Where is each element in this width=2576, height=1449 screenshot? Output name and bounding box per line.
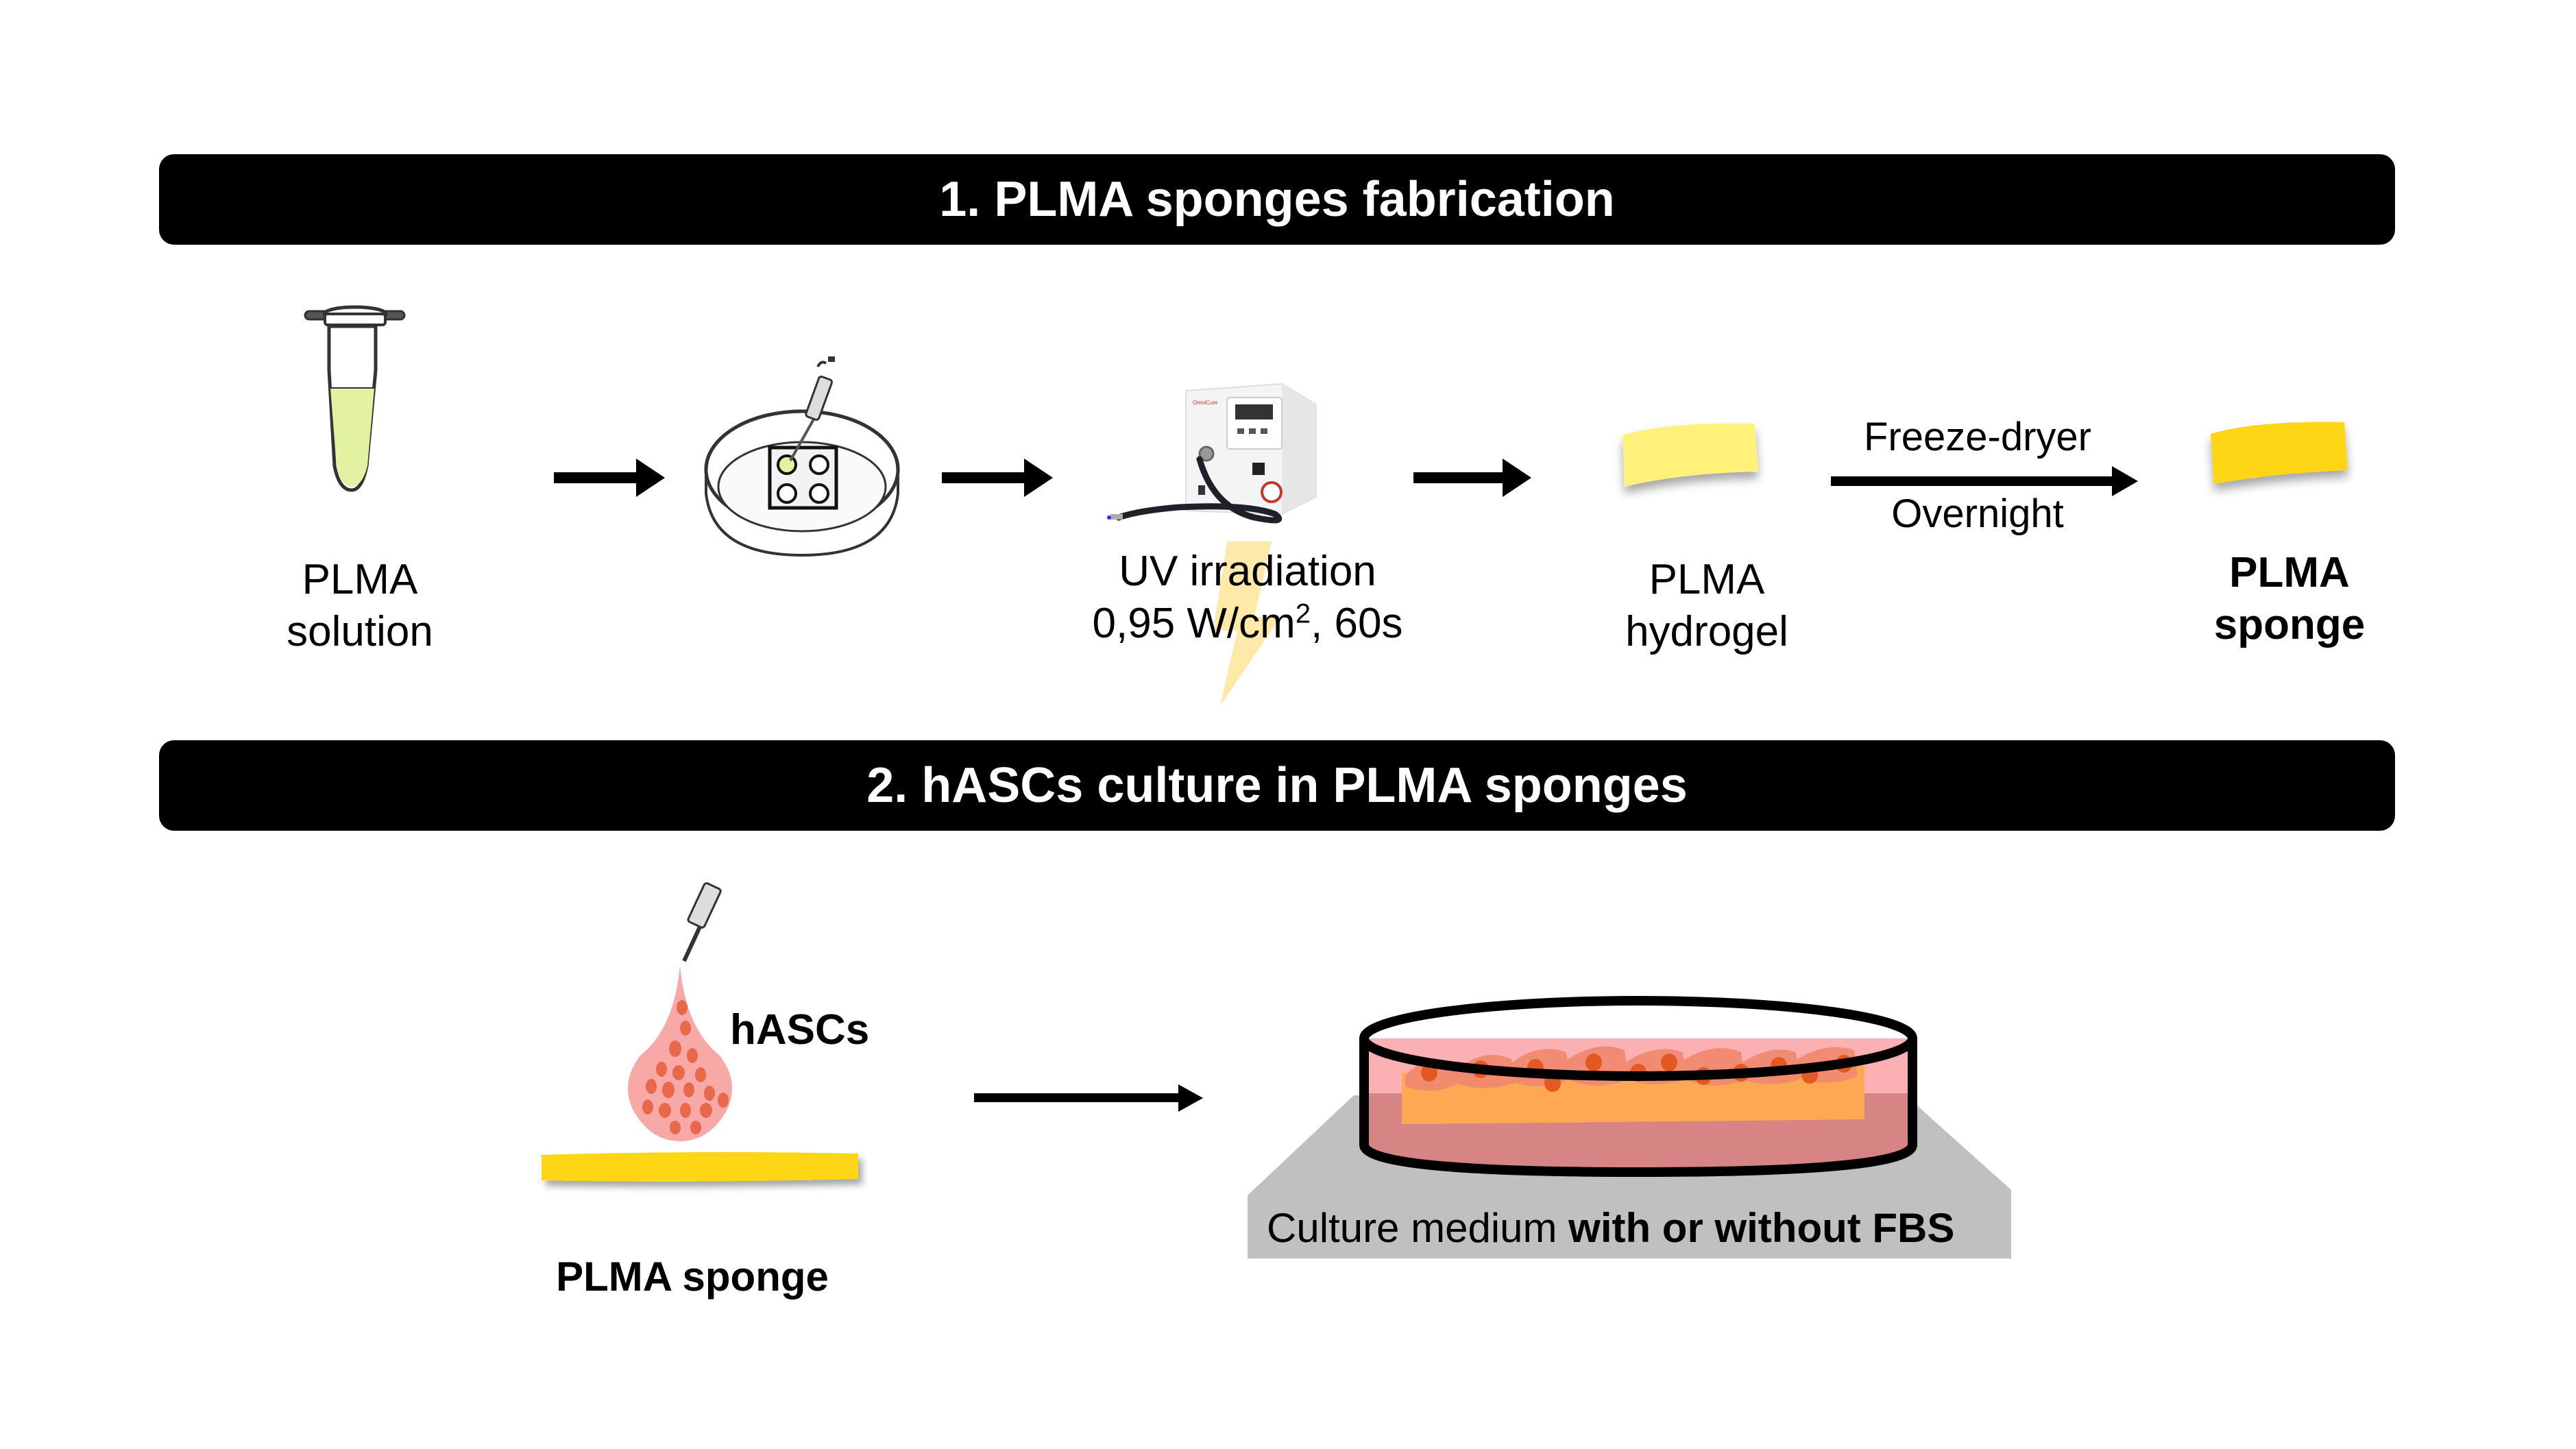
label-line-1: PLMA (1649, 556, 1765, 603)
uv-dose-exponent: 2 (1295, 598, 1311, 629)
overnight-label: Overnight (1891, 491, 2064, 536)
sponge-disc-icon (2211, 422, 2348, 484)
label-line-2: hydrogel (1625, 608, 1788, 655)
cells-group (642, 1000, 729, 1134)
freeze-dryer-label: Freeze-dryer (1864, 415, 2091, 459)
pipette-icon (789, 356, 835, 461)
caption-regular: Culture medium (1267, 1205, 1568, 1251)
hascs-label: hASCs (730, 1006, 870, 1054)
label-line-2: solution (287, 608, 433, 655)
petri-dish-mold-pipette-icon (704, 356, 900, 557)
freeze-dryer-arrow-icon (1831, 466, 2138, 496)
label-line-2: sponge (2213, 601, 2366, 648)
uv-dose-value: 0,95 W/cm (1092, 600, 1296, 647)
arrow-right-icon (554, 459, 665, 497)
section-1-header: 1. PLMA sponges fabrication (159, 154, 2395, 245)
hydrogel-disc-icon (1623, 423, 1758, 487)
plma-sponge-label: PLMA sponge (556, 1254, 829, 1300)
label-line-1: PLMA (2229, 549, 2350, 596)
device-brand-label: OmniCure (1193, 400, 1218, 406)
uv-dose-time: , 60s (1311, 600, 1403, 647)
uv-curing-lamp-icon: OmniCure (1107, 382, 1317, 524)
uv-dose-line: 0,95 W/cm2, 60s (1076, 598, 1419, 650)
cell-seeding-illustration (542, 882, 858, 1182)
section-2-header: 2. hASCs culture in PLMA sponges (159, 740, 2395, 831)
arrow-right-icon (1413, 459, 1531, 497)
sponge-slab (542, 1152, 858, 1182)
culture-dish-illustration: Culture medium with or without FBS (1248, 996, 2011, 1258)
platform-caption: Culture medium with or without FBS (1267, 1205, 1954, 1251)
caption-bold: with or without FBS (1568, 1205, 1954, 1251)
step-label-uv-irradiation: UV irradiation 0,95 W/cm2, 60s (1076, 546, 1419, 650)
microtube-icon (304, 305, 406, 492)
label-line-1: PLMA (302, 556, 418, 603)
uv-label-line-1: UV irradiation (1119, 548, 1376, 595)
section-1-title: 1. PLMA sponges fabrication (939, 172, 1615, 227)
section-2-title: 2. hASCs culture in PLMA sponges (866, 758, 1688, 813)
pipette-icon (682, 882, 722, 962)
arrow-right-icon (942, 459, 1053, 497)
step-label-plma-sponge: PLMA sponge (2194, 547, 2385, 651)
step-label-plma-solution: PLMA solution (274, 554, 446, 658)
step-label-plma-hydrogel: PLMA hydrogel (1611, 554, 1803, 658)
lightning-bolt-icon (1213, 541, 1280, 706)
arrow-right-icon (974, 1084, 1203, 1112)
